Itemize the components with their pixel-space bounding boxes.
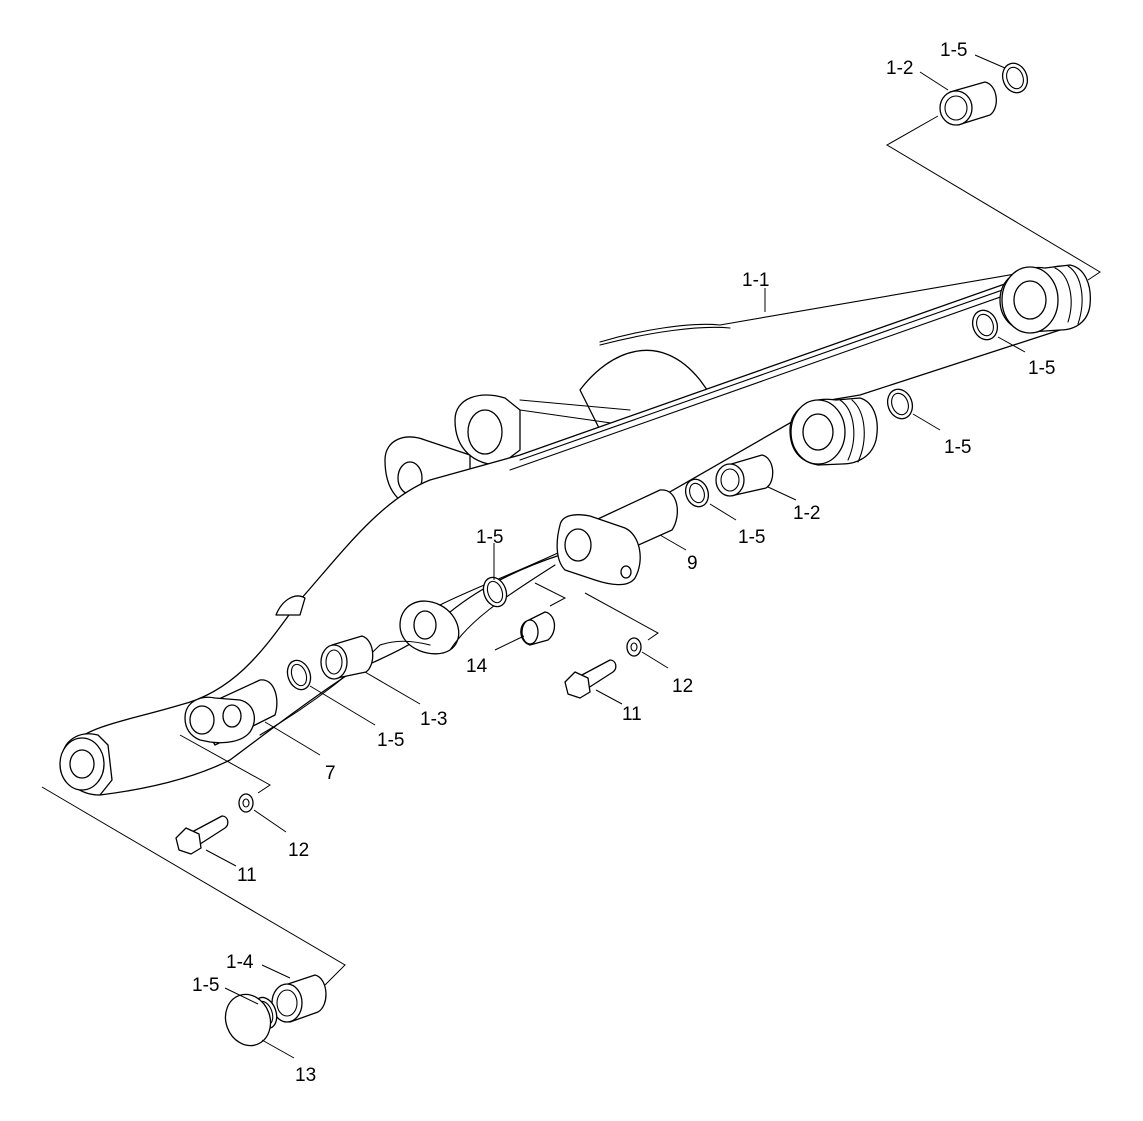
callout-right-ring-b: 1-5 (944, 437, 971, 458)
ring-right-b (886, 388, 914, 420)
callout-washer-right: 12 (672, 676, 693, 697)
callout-top-ring: 1-5 (940, 40, 967, 61)
bushing-left (320, 635, 374, 680)
ring-mid-a (684, 478, 710, 508)
bushing-top (939, 81, 997, 126)
ring-center (482, 576, 508, 608)
cap-14 (520, 611, 556, 646)
ring-top (1001, 62, 1029, 94)
bushing-mid (715, 454, 774, 497)
ring-left (286, 659, 312, 691)
callout-center-ring: 1-5 (476, 527, 503, 548)
snap-ring-13 (224, 993, 272, 1047)
bolt-right (564, 659, 617, 699)
washer-right (626, 637, 642, 657)
callout-labels: 1-5 1-2 1-1 1-5 1-5 1-5 1-2 9 1-5 14 12 … (192, 40, 1055, 1086)
callout-pin-7: 7 (325, 763, 336, 784)
callout-left-ring: 1-5 (377, 730, 404, 751)
callout-pin-9: 9 (687, 553, 698, 574)
bushing-bottom (271, 974, 327, 1023)
washer-left (238, 793, 254, 813)
callout-cap-14: 14 (466, 656, 488, 677)
callout-mid-bushing: 1-2 (793, 503, 820, 524)
pin-9 (556, 489, 678, 586)
callout-washer-left: 12 (288, 840, 309, 861)
ring-right-a (971, 309, 999, 341)
pin-7 (184, 679, 278, 746)
callout-snap-ring: 13 (295, 1065, 316, 1086)
callout-arm: 1-1 (742, 270, 769, 291)
callout-mid-ring-a: 1-5 (738, 527, 765, 548)
callout-left-bushing: 1-3 (420, 709, 447, 730)
callout-right-ring-a: 1-5 (1028, 358, 1055, 379)
assembly-lines (41, 115, 1101, 986)
callout-bottom-ring: 1-5 (192, 975, 219, 996)
callout-bolt-right: 11 (622, 704, 642, 725)
leader-lines (205, 54, 1026, 1059)
bolt-left (175, 815, 229, 855)
callout-top-bushing: 1-2 (886, 58, 913, 79)
callout-bottom-bushing: 1-4 (226, 952, 254, 973)
callout-bolt-left: 11 (237, 865, 257, 886)
